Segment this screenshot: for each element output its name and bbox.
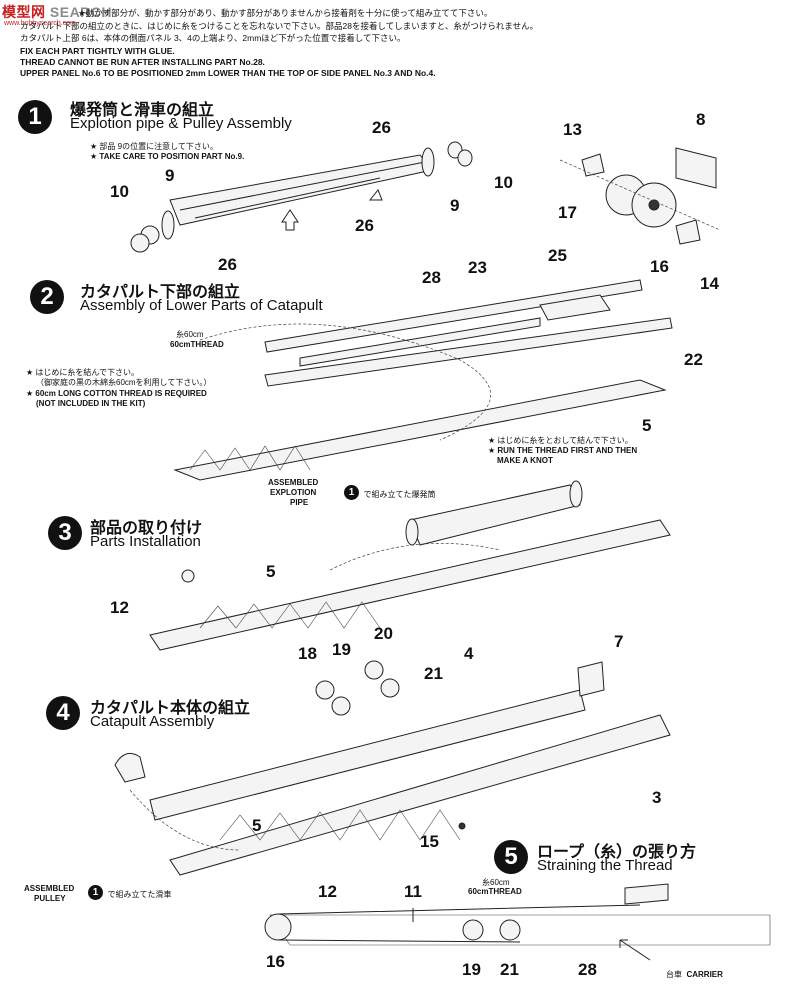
- part-label: 28: [422, 268, 441, 287]
- step-1-title-jp: 爆発筒と滑車の組立: [70, 102, 215, 119]
- part-label: 5: [642, 416, 652, 435]
- step-2-title-en: Assembly of Lower Parts of Catapult: [80, 297, 323, 314]
- part-label: 5: [266, 562, 276, 581]
- step-4-title-en: Catapult Assembly: [90, 713, 215, 730]
- part-label: 26: [355, 216, 374, 235]
- part-label: 16: [650, 257, 669, 276]
- part-label: 9: [450, 196, 460, 215]
- step-5-reference: 1 で組み立てた滑車: [88, 884, 171, 902]
- part-label: 18: [298, 644, 317, 663]
- step-2-left-jp2: （御家庭の黒の木綿糸60cmを利用して下さい。）: [36, 378, 212, 387]
- step-5-reference-jp: で組み立てた滑車: [107, 890, 172, 899]
- header-note-en1: FIX EACH PART TIGHTLY WITH GLUE.: [20, 46, 175, 56]
- part-label: 20: [374, 624, 393, 643]
- explosion-pipe-drawing: [130, 141, 473, 253]
- step-3-number: 3: [48, 516, 82, 550]
- part-label: 10: [110, 182, 129, 201]
- part-label: 8: [696, 110, 706, 129]
- step-1-note-en: ★ TAKE CARE TO POSITION PART No.9.: [90, 152, 245, 161]
- part-label: 4: [464, 644, 474, 663]
- step-4-title-jp: カタパルト本体の組立: [90, 700, 251, 717]
- part-label: 15: [420, 832, 439, 851]
- step-2-left-jp1: ★ はじめに糸を結んで下さい。: [26, 368, 139, 377]
- step-reference-icon: 1: [88, 885, 103, 901]
- watermark-url: www.hobbysearch.com: [4, 20, 76, 27]
- part-label: 21: [424, 664, 443, 683]
- part-label: 12: [110, 598, 129, 617]
- step-2-right-en2: MAKE A KNOT: [497, 456, 553, 465]
- header-note-en3: UPPER PANEL No.6 TO BE POSITIONED 2mm LO…: [20, 68, 436, 78]
- header-note-jp1: ★動かす部分が、動かす部分があり、動かす部分がありませんから接着剤を十分に使って…: [78, 8, 493, 18]
- step-3-title-en: Parts Installation: [90, 533, 201, 550]
- step-3-reference: 1 で組み立てた爆発筒: [344, 484, 435, 502]
- step-2-thread-jp: 糸60cm: [176, 330, 204, 339]
- step-2-title-jp: カタパルト下部の組立: [80, 284, 241, 301]
- step-2-left-en2: (NOT INCLUDED IN THE KIT): [36, 399, 146, 408]
- part-label: 19: [462, 960, 481, 979]
- step-5-thread-jp: 糸60cm: [482, 878, 510, 887]
- part-label: 22: [684, 350, 703, 369]
- step-3-reference-jp: で組み立てた爆発筒: [363, 490, 436, 499]
- step-reference-icon: 1: [344, 485, 359, 501]
- part-label: 25: [548, 246, 567, 265]
- step-1-number: 1: [18, 100, 52, 134]
- step-2-number: 2: [30, 280, 64, 314]
- part-label: 3: [652, 788, 662, 807]
- header-note-jp2: カタパルト下部の組立のときに、はじめに糸をつけることを忘れないで下さい。部品28…: [20, 21, 539, 31]
- step-2-thread-en: 60cmTHREAD: [170, 340, 224, 349]
- lower-catapult-drawing: [173, 279, 673, 481]
- step-5-assembled: ASSEMBLED: [24, 884, 75, 893]
- step-5-carrier: 台車 CARRIER: [666, 964, 723, 982]
- pulley-drawing: [559, 147, 721, 245]
- part-label: 21: [500, 960, 519, 979]
- step-5-title-jp: ロープ（糸）の張り方: [537, 844, 697, 861]
- step-5-number: 5: [494, 840, 528, 874]
- step-1-note-jp: ★ 部品 9の位置に注意して下さい。: [90, 142, 218, 151]
- step-3-assembled: ASSEMBLED: [268, 478, 319, 487]
- parts-installation-drawing: [149, 480, 671, 651]
- step-4-number: 4: [46, 696, 80, 730]
- part-label: 13: [563, 120, 582, 139]
- step-2-right-jp: ★ はじめに糸をとおして結んで下さい。: [488, 436, 633, 445]
- step-3-title-jp: 部品の取り付け: [90, 520, 203, 537]
- part-label: 26: [372, 118, 391, 137]
- step-2-right-en1: ★ RUN THE THREAD FIRST AND THEN: [488, 446, 638, 455]
- step-5-pulley: PULLEY: [34, 894, 66, 903]
- part-label: 10: [494, 173, 513, 192]
- part-label: 26: [218, 255, 237, 274]
- part-label: 12: [318, 882, 337, 901]
- step-2-left-en1: ★ 60cm LONG COTTON THREAD IS REQUIRED: [26, 389, 207, 398]
- thread-routing-drawing: [264, 883, 771, 961]
- carrier-jp: 台車: [666, 970, 682, 979]
- part-label: 16: [266, 952, 285, 971]
- part-label: 5: [252, 816, 262, 835]
- part-label: 7: [614, 632, 624, 651]
- step-5-thread-en: 60cmTHREAD: [468, 887, 522, 896]
- part-label: 23: [468, 258, 487, 277]
- watermark-logo: 模型网 SEARCH: [2, 4, 113, 20]
- catapult-assembly-drawing: [114, 660, 671, 876]
- part-label: 14: [700, 274, 719, 293]
- part-label: 9: [165, 166, 175, 185]
- part-label: 19: [332, 640, 351, 659]
- part-label: 11: [404, 882, 422, 901]
- part-label: 17: [558, 203, 577, 222]
- header-note-jp3: カタパルト上部 6は、本体の側面パネル 3、4の上端より、2mmほど下がった位置…: [20, 33, 406, 43]
- header-note-en2: THREAD CANNOT BE RUN AFTER INSTALLING PA…: [20, 57, 265, 67]
- step-3-explotion: EXPLOTION: [270, 488, 317, 497]
- step-3-pipe: PIPE: [290, 498, 309, 507]
- step-5-title-en: Straining the Thread: [537, 857, 673, 874]
- carrier-en: CARRIER: [686, 970, 723, 979]
- part-label: 28: [578, 960, 597, 979]
- step-1-title-en: Explotion pipe & Pulley Assembly: [70, 115, 292, 132]
